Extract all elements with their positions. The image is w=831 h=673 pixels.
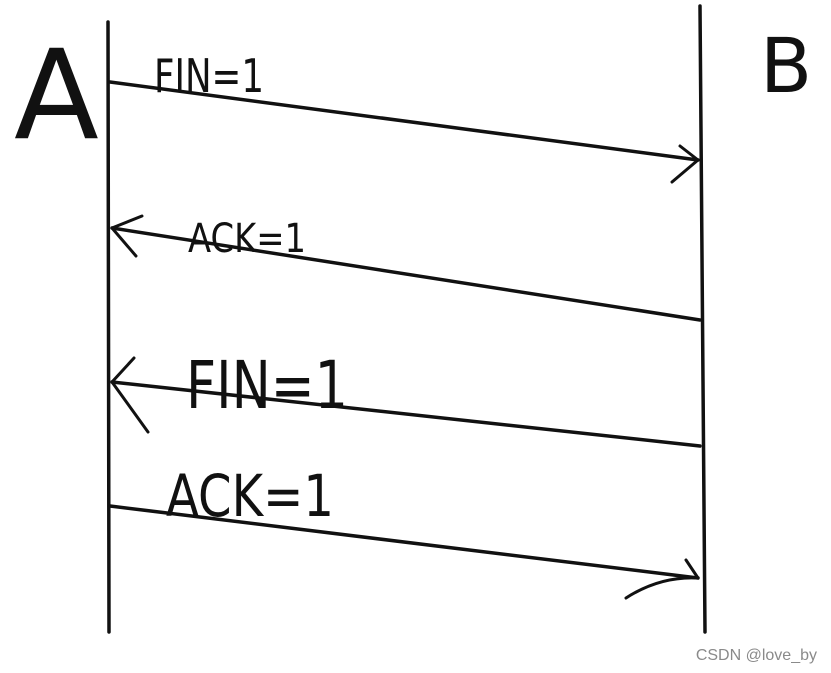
message-1: FIN=1 — [108, 49, 700, 184]
message-4: ACK=1 — [108, 462, 700, 600]
message-2-arrow-line — [110, 226, 702, 322]
lifeline-b — [698, 4, 707, 634]
message-3-arrow-line — [110, 380, 702, 448]
participant-b-label: B — [760, 21, 812, 110]
message-2: ACK=1 — [110, 214, 702, 322]
message-2-label: ACK=1 — [188, 216, 306, 262]
message-1-arrowhead — [670, 144, 700, 184]
message-3: FIN=1 — [110, 347, 702, 448]
message-4-arrow-line — [108, 504, 700, 580]
message-3-arrowhead — [110, 356, 150, 434]
watermark: CSDN @love_by — [695, 647, 817, 664]
message-3-label: FIN=1 — [186, 347, 348, 424]
message-4-label: ACK=1 — [166, 462, 334, 530]
message-4-arrowhead — [624, 558, 700, 600]
message-1-label: FIN=1 — [154, 49, 264, 103]
lifeline-a — [106, 20, 111, 634]
participant-a-label: A — [14, 24, 99, 168]
message-2-arrowhead — [110, 214, 144, 258]
message-1-arrow-line — [108, 80, 700, 162]
